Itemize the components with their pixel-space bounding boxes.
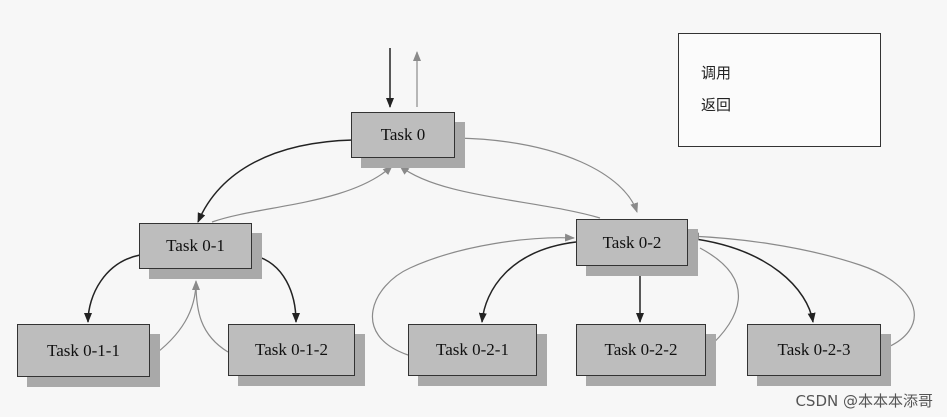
edge-return-0-2-1-to-0-2 [371, 233, 575, 356]
task-0-2-2-node: Task 0-2-2 [576, 324, 706, 376]
task-0-1-2-node: Task 0-1-2 [228, 324, 355, 376]
edge-return-0-to-0-2 [455, 137, 639, 213]
legend-box: 调用 返回 [678, 33, 881, 147]
edge-return-0-2-2-to-0-2 [699, 247, 740, 351]
legend-call-label: 调用 [701, 64, 732, 82]
task-0-1-1-node: Task 0-1-1 [17, 324, 150, 377]
edge-call-0-2-to-0-2-3 [687, 237, 816, 323]
edge-return-0-1-2-to-0-1 [195, 282, 229, 353]
legend-return-label: 返回 [701, 96, 732, 114]
edge-return-0-2-3-to-0-2 [689, 232, 915, 351]
edge-call-0-2-to-0-2-1 [478, 241, 577, 323]
edge-return-0-1-to-0 [211, 165, 393, 223]
edge-call-0-to-0-1 [197, 139, 354, 223]
edge-call-0-1-to-0-1-1 [84, 254, 141, 323]
task-0-node: Task 0 [351, 112, 455, 158]
task-0-1-node: Task 0-1 [139, 223, 252, 269]
task-0-2-3-node: Task 0-2-3 [747, 324, 881, 376]
edge-return-0-2-to-0 [399, 165, 601, 219]
watermark: CSDN @本本本添哥 [795, 392, 933, 410]
edge-return-0-1-1-to-0-1 [149, 280, 200, 359]
edge-call-0-1-to-0-1-2 [251, 254, 300, 323]
task-0-2-1-node: Task 0-2-1 [408, 324, 537, 376]
task-0-2-node: Task 0-2 [576, 219, 688, 266]
